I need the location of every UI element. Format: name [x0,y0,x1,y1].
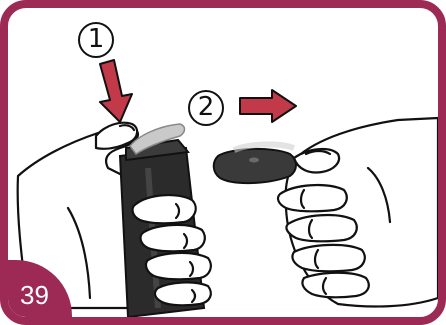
arrow-down-icon [100,60,132,122]
step-number: 39 [20,280,49,310]
step-marker-1: 1 [78,22,114,58]
arrow-right-icon [240,90,296,122]
cap [214,144,296,183]
instruction-illustration [8,8,438,317]
step-marker-2: 2 [188,90,224,126]
